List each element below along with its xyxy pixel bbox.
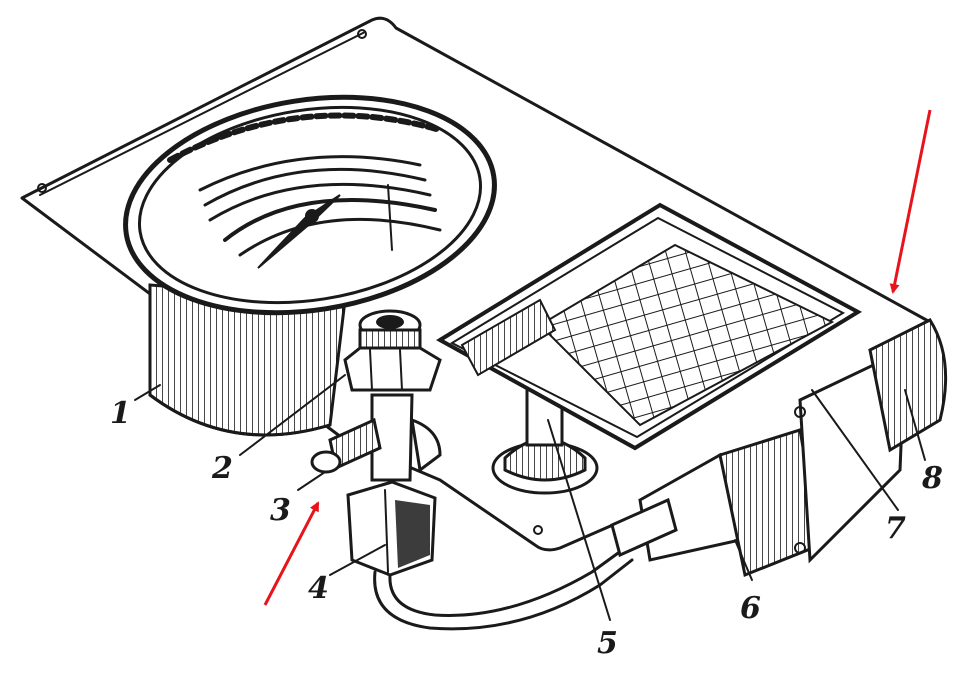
callout-7: 7 xyxy=(885,511,906,546)
red-arrow-upper-right xyxy=(889,109,932,294)
pressure-gauge xyxy=(123,94,497,316)
callout-5: 5 xyxy=(597,626,618,661)
gauge-needle xyxy=(257,194,341,269)
relay-housing xyxy=(610,318,948,578)
red-arrow-lower-left xyxy=(263,501,320,606)
gauge-cylinder xyxy=(148,283,347,437)
valve-body xyxy=(310,393,442,482)
callout-1: 1 xyxy=(110,396,131,431)
callout-3: 3 xyxy=(270,493,291,528)
hex-nut xyxy=(346,480,437,577)
calibration-plate xyxy=(436,202,863,451)
capillary-tube xyxy=(373,546,634,631)
leader-lines xyxy=(134,374,926,621)
callout-8: 8 xyxy=(921,461,943,496)
callout-4: 4 xyxy=(308,571,329,606)
callout-2: 2 xyxy=(211,451,233,486)
callout-6: 6 xyxy=(740,591,761,626)
union-fitting xyxy=(343,309,442,392)
